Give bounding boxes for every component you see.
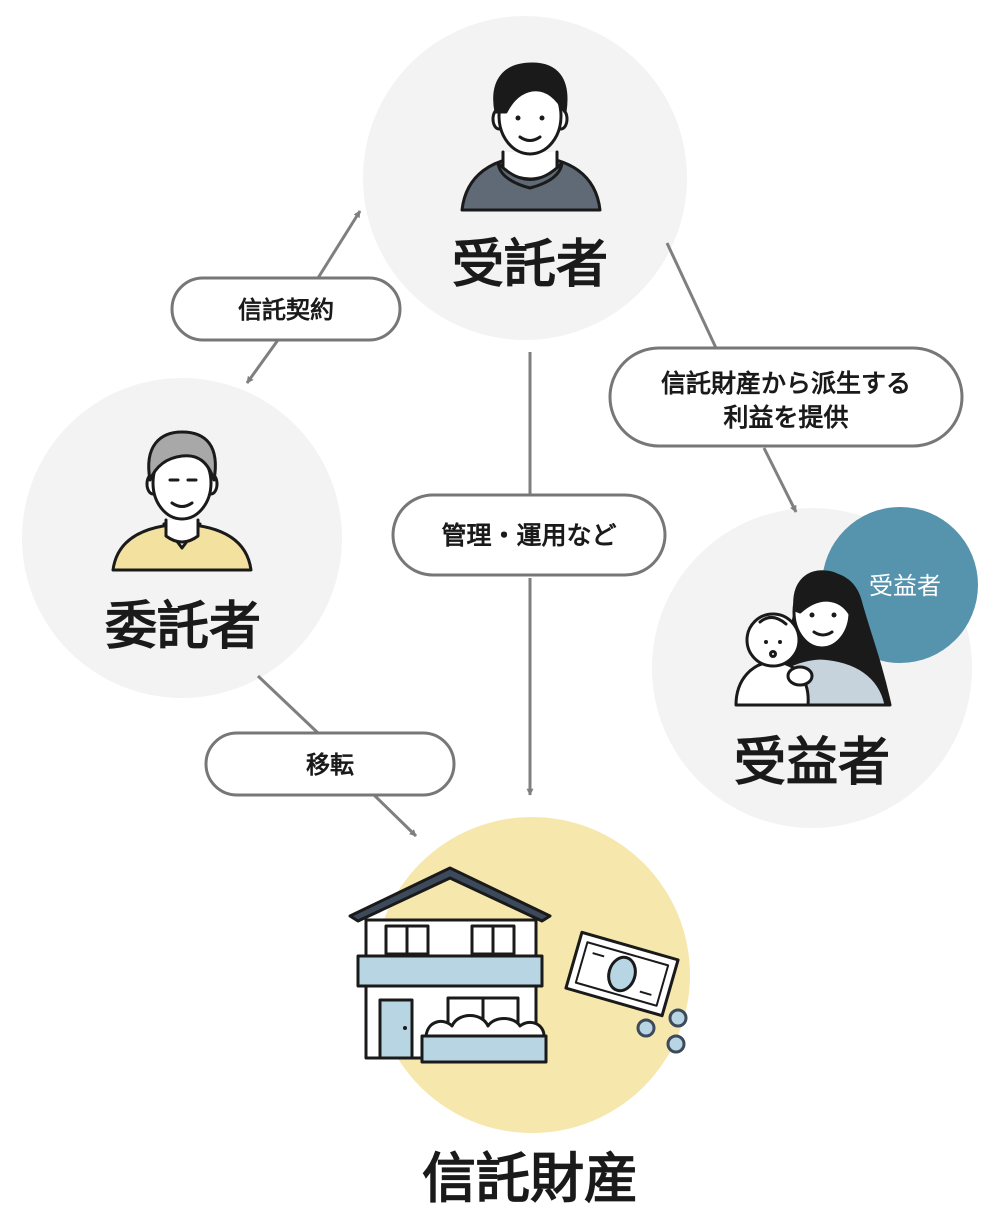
young-man-icon — [460, 62, 602, 212]
contract-pill: 信託契約 — [170, 276, 402, 342]
contract-label: 信託契約 — [238, 296, 334, 324]
benefit-arrow — [665, 242, 798, 513]
beneficiary-badge-label: 受益者 — [869, 572, 941, 600]
management-pill: 管理・運用など — [391, 493, 667, 577]
benefit-label-line2: 利益を提供 — [723, 403, 848, 432]
beneficiary-label: 受益者 — [734, 732, 890, 793]
banknote-icon — [564, 930, 680, 1018]
elderly-man-icon — [111, 430, 253, 572]
management-label: 管理・運用など — [441, 521, 616, 550]
property-label: 信託財産 — [422, 1146, 638, 1210]
trustee-label: 受託者 — [452, 234, 608, 295]
settlor-label: 委託者 — [105, 596, 261, 657]
coins-icon — [636, 1008, 688, 1054]
mother-child-icon — [734, 570, 892, 707]
benefit-label-line1: 信託財産から派生する — [661, 369, 911, 398]
transfer-arrow — [256, 674, 418, 838]
contract-arrow — [245, 210, 362, 384]
house-icon — [348, 866, 552, 1064]
transfer-label: 移転 — [306, 751, 354, 779]
benefit-pill: 信託財産から派生する 利益を提供 — [608, 346, 964, 448]
transfer-pill: 移転 — [204, 731, 456, 797]
